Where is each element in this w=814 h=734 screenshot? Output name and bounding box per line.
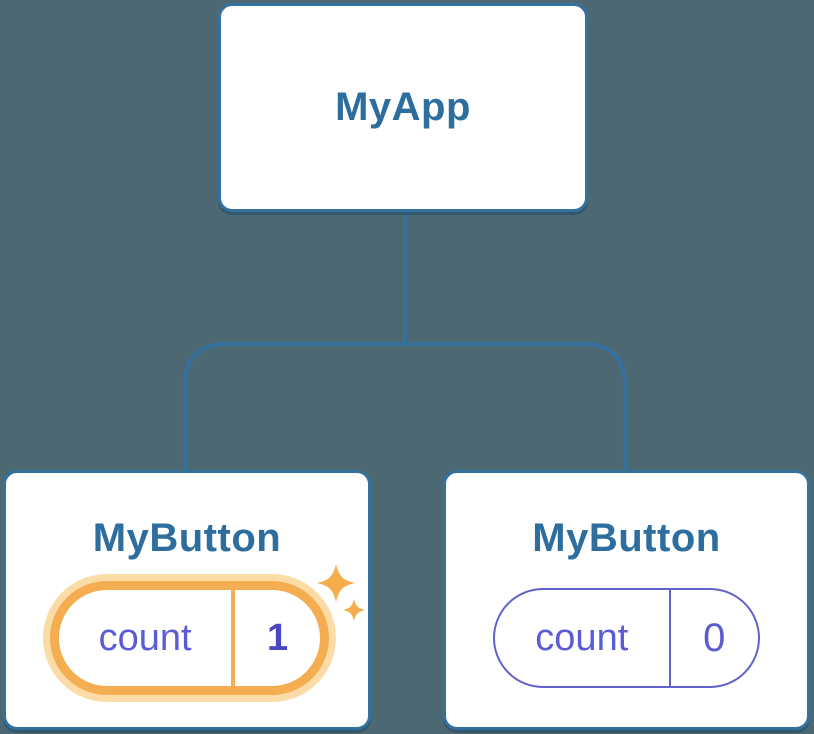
state-value-cell: 0 [671,590,758,686]
pill-divider [231,590,236,686]
node-mybutton-right-label: MyButton [532,516,721,560]
node-mybutton-right: MyButton count 0 [443,470,810,730]
pill-divider [668,590,671,686]
state-value-label: 0 [703,615,726,660]
node-mybutton-left-label: MyButton [92,516,282,560]
state-value-label: 1 [267,616,289,659]
state-key-label: count [535,616,629,659]
node-myapp: MyApp [218,3,588,212]
state-pill-highlighted: count 1 [50,581,329,695]
state-key-cell: count [59,590,231,686]
state-key-cell: count [495,590,669,686]
node-myapp-label: MyApp [335,85,471,129]
state-value-cell: 1 [235,590,320,686]
sparkle-icon [317,564,365,621]
state-key-label: count [98,616,192,659]
state-pill-plain: count 0 [493,588,760,688]
node-mybutton-left: MyButton count 1 [3,470,371,730]
